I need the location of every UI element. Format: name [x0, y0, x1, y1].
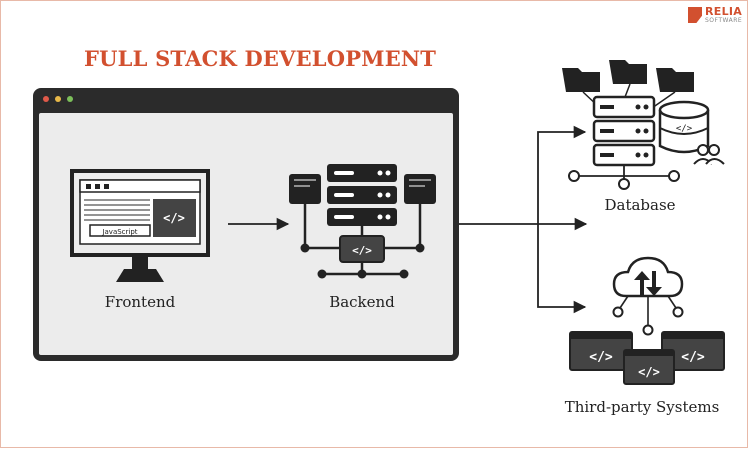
frontend-language-tag: JavaScript [101, 228, 137, 236]
backend-connectors [459, 125, 588, 314]
logo-subtitle: SOFTWARE [705, 17, 743, 24]
third-party-systems-label: Third-party Systems [564, 398, 720, 416]
diagram-title: FULL STACK DEVELOPMENT [84, 46, 437, 71]
third-party-code-glyph-left: </> [589, 350, 613, 365]
third-party-code-glyph-center: </> [638, 365, 660, 379]
logo-mark-icon [688, 7, 702, 23]
third-party-code-glyph-right: </> [681, 350, 705, 365]
window-dot-green [67, 96, 73, 102]
backend-code-glyph: </> [352, 244, 372, 257]
relia-software-logo: RELIA SOFTWARE [688, 5, 746, 29]
window-dot-yellow [55, 96, 61, 102]
frontend-label: Frontend [104, 293, 176, 311]
window-dot-red [43, 96, 49, 102]
backend-label: Backend [329, 293, 395, 311]
database-code-glyph: </> [676, 124, 693, 134]
frontend-monitor-icon [70, 169, 210, 282]
database-icon [562, 60, 725, 190]
frontend-code-glyph: </> [163, 211, 185, 225]
backend-server-icon [289, 164, 436, 279]
third-party-systems-icon [569, 256, 725, 385]
database-label: Database [604, 196, 676, 214]
logo-name: RELIA [705, 5, 743, 18]
